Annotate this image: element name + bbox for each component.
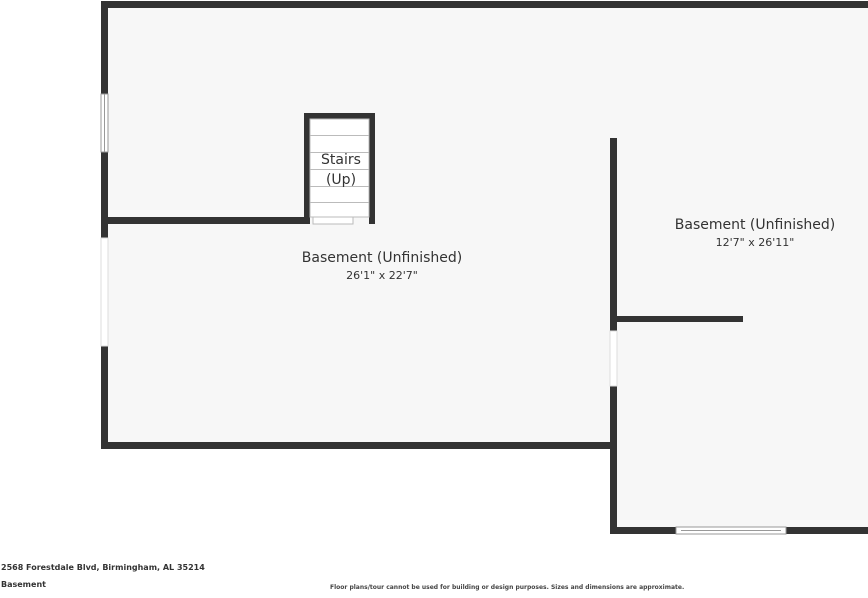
- left-room-name: Basement (Unfinished): [302, 250, 462, 266]
- floor-name: Basement: [1, 580, 46, 589]
- interior-walls: [108, 113, 743, 446]
- opening-left-lower: [100, 237, 109, 347]
- right-room-name: Basement (Unfinished): [675, 217, 835, 233]
- stair-landing: [312, 216, 354, 225]
- openings: [100, 93, 787, 535]
- stairs-label-direction: (Up): [326, 172, 356, 188]
- wall-left-upper: [101, 1, 108, 94]
- wall-top: [101, 1, 868, 8]
- wall-left-lower: [101, 346, 108, 449]
- wall-divider-lower: [610, 386, 617, 446]
- wall-step-down: [610, 442, 617, 534]
- property-address: 2568 Forestdale Blvd, Birmingham, AL 352…: [1, 563, 205, 572]
- stair-wall-top: [304, 113, 375, 119]
- wall-left-middle: [101, 152, 108, 238]
- right-room-dimensions: 12'7" x 26'11": [716, 236, 795, 249]
- stairs-label: Stairs: [321, 152, 361, 168]
- wall-bottom-left-room: [101, 442, 617, 449]
- stair-wall-right: [369, 113, 375, 224]
- wall-horizontal-to-stairs: [108, 217, 306, 224]
- wall-divider-upper: [610, 138, 617, 331]
- opening-divider: [609, 330, 618, 387]
- stair-wall-left: [304, 113, 310, 224]
- basement-floor: [103, 3, 868, 532]
- left-room-dimensions: 26'1" x 22'7": [346, 269, 418, 282]
- wall-bottom-right-b: [786, 527, 868, 534]
- exterior-walls: [101, 1, 868, 534]
- wall-stub-right-room: [617, 316, 743, 322]
- stair-treads: [309, 118, 370, 218]
- disclaimer: Floor plans/tour cannot be used for buil…: [330, 584, 685, 591]
- wall-bottom-right-a: [610, 527, 676, 534]
